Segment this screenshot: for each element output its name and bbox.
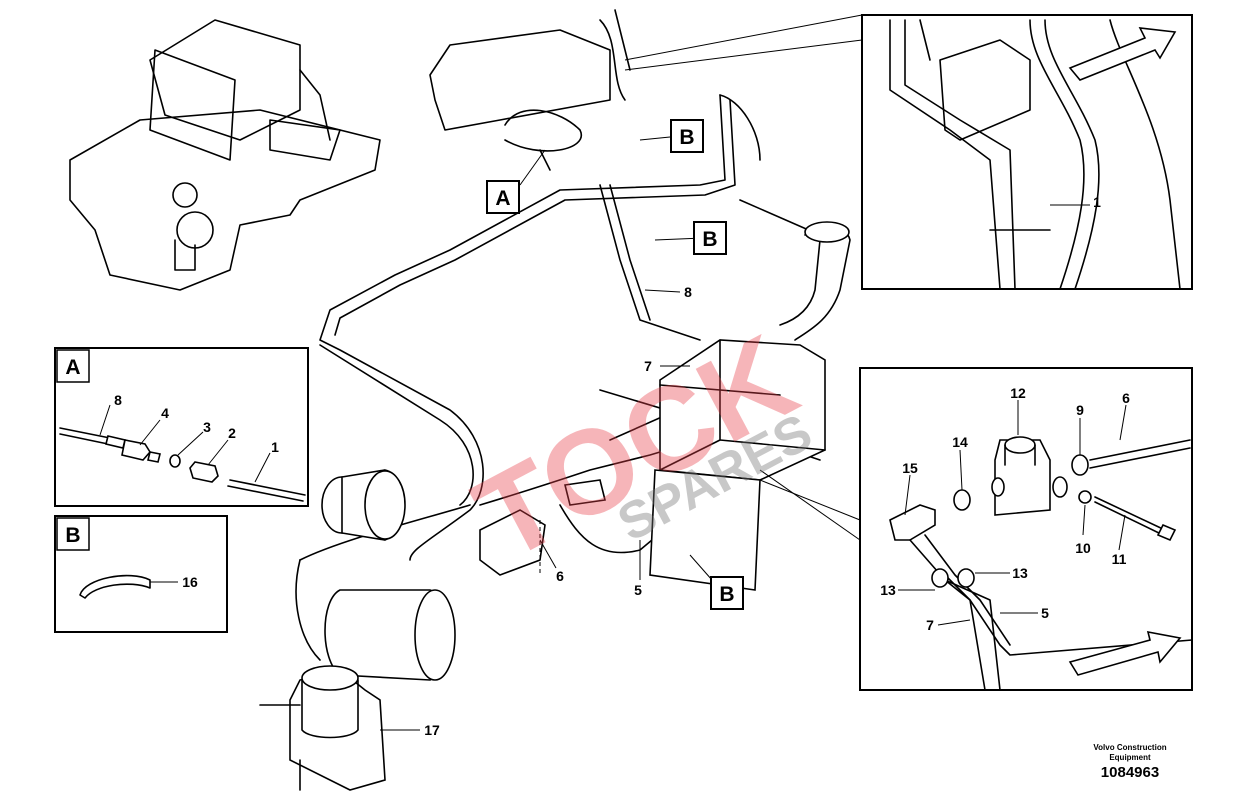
main-tag-b1: B (670, 119, 704, 153)
cable-tie-icon (79, 574, 151, 599)
label-1: 1 (271, 439, 279, 455)
credit-line-2: Equipment (1109, 753, 1151, 762)
small-components (479, 479, 606, 576)
document-number: 1084963 (1101, 764, 1159, 781)
label-1: 1 (1093, 194, 1101, 210)
label-13: 13 (1012, 565, 1028, 581)
label-12: 12 (1010, 385, 1026, 401)
label-8: 8 (684, 284, 692, 300)
tag-b: B (719, 583, 734, 606)
detail-box-top-right: 1 (861, 14, 1193, 290)
main-tag-a: A (486, 180, 520, 214)
tag-b: B (679, 126, 694, 149)
label-7: 7 (926, 617, 934, 633)
main-leader-lines (380, 14, 863, 731)
label-11: 11 (1112, 551, 1127, 567)
detail-box-b: B 16 (54, 515, 228, 633)
detail-box-right: 12 9 6 14 15 10 11 13 13 5 7 (859, 367, 1193, 691)
air-tank-assembly (259, 469, 456, 791)
label-9: 9 (1076, 402, 1084, 418)
harness-bracket-top (429, 9, 631, 171)
watermark-logo: TOCK SPARES (455, 309, 821, 586)
filler-neck (779, 221, 851, 341)
label-15: 15 (902, 460, 918, 476)
label-6: 6 (556, 568, 564, 584)
tag-b: B (65, 524, 80, 547)
label-10: 10 (1075, 540, 1091, 556)
central-valve-assembly (649, 339, 826, 591)
label-6: 6 (1122, 390, 1130, 406)
main-tag-b2: B (693, 221, 727, 255)
detail-box-a: A 8 4 3 2 1 (54, 347, 309, 507)
label-14: 14 (952, 434, 968, 450)
label-8: 8 (114, 392, 122, 408)
label-7: 7 (644, 358, 652, 374)
tag-a: A (65, 356, 80, 379)
label-5: 5 (634, 582, 642, 598)
main-tag-b3: B (710, 576, 744, 610)
label-16: 16 (182, 574, 198, 590)
label-13: 13 (880, 582, 896, 598)
label-17: 17 (424, 722, 440, 738)
label-2: 2 (228, 425, 236, 441)
credit-line-1: Volvo Construction (1093, 743, 1166, 752)
tag-a: A (495, 187, 510, 210)
label-3: 3 (203, 419, 211, 435)
machine-locator-illustration (69, 19, 381, 291)
tag-b: B (702, 228, 717, 251)
label-5: 5 (1041, 605, 1049, 621)
label-4: 4 (161, 405, 169, 421)
pipe-runs (295, 94, 821, 661)
